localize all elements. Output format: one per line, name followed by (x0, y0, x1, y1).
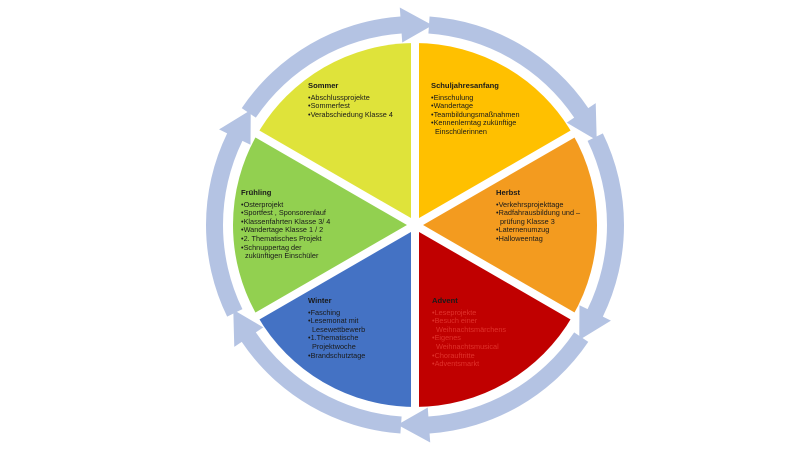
list-item: Radfahrausbildung und – prüfung Klasse 3 (496, 208, 596, 226)
segment-list: OsterprojektSportfest , SponsorenlaufKla… (241, 200, 361, 261)
segment-text-sommer: Sommer AbschlussprojekteSommerfestVerabs… (308, 81, 418, 120)
list-item: Verabschiedung Klasse 4 (308, 110, 418, 120)
list-item: Sportfest , Sponsorenlauf (241, 209, 361, 218)
segment-separators (253, 41, 577, 409)
segment-title: Frühling (241, 188, 272, 197)
list-item: Abschlussprojekte (308, 93, 418, 103)
segment-title: Winter (308, 296, 332, 305)
cycle-arrow (428, 16, 597, 141)
list-item: Eigenes Weihnachtsmusical (432, 334, 532, 351)
list-item: Brandschutztage (308, 351, 403, 361)
list-item: Osterprojekt (241, 200, 361, 210)
list-item: Wandertage Klasse 1 / 2 (241, 226, 361, 235)
segment-list: FaschingLesemonat mit Lesewettbewerb1.Th… (308, 308, 403, 361)
list-item: Sommerfest (308, 102, 418, 111)
list-item: Adventsmarkt (432, 360, 532, 369)
segment-separator (253, 129, 417, 229)
segment-separator (413, 129, 577, 229)
segment-text-herbst: Herbst VerkehrsprojekttageRadfahrausbild… (496, 188, 596, 244)
list-item: Verkehrsprojekttage (496, 200, 596, 210)
segment-separator (413, 221, 577, 321)
cycle-arrow (579, 133, 624, 341)
segment-text-advent: Advent LeseprojekteBesuch einer Weihnach… (432, 296, 532, 369)
list-item: Wandertage (431, 102, 551, 111)
segment-text-schuljahresanfang: Schuljahresanfang EinschulungWandertageT… (431, 81, 551, 137)
cycle-arrow (205, 109, 251, 317)
segment-text-fruehling: Frühling OsterprojektSportfest , Sponsor… (241, 188, 361, 261)
list-item: Halloweentag (496, 234, 596, 244)
list-item: Kennenlerntag zukünftige Einschülerinnen (431, 119, 551, 136)
list-item: Besuch einer Weihnachtsmärchens (432, 316, 532, 334)
list-item: Laternenumzug (496, 226, 596, 235)
segment-title: Herbst (496, 188, 521, 197)
list-item: Einschulung (431, 93, 551, 103)
list-item: 2. Thematisches Projekt (241, 234, 361, 244)
cycle-arrow (233, 309, 402, 434)
segment-separator (253, 221, 417, 321)
cycle-arrow-ring (205, 7, 624, 443)
segment-title: Schuljahresanfang (431, 81, 499, 90)
segment-text-winter: Winter FaschingLesemonat mit Lesewettbew… (308, 296, 403, 361)
list-item: Schnuppertag der zukünftigen Einschüler (241, 243, 361, 261)
list-item: Chorauftritte (432, 351, 532, 361)
list-item: Leseprojekte (432, 308, 532, 318)
list-item: 1.Thematische Projektwoche (308, 334, 403, 351)
cycle-arrow (241, 7, 433, 118)
list-item: Klassenfahrten Klasse 3/ 4 (241, 217, 361, 227)
segment-list: LeseprojekteBesuch einer Weihnachtsmärch… (432, 308, 532, 369)
list-item: Lesemonat mit Lesewettbewerb (308, 316, 403, 334)
cycle-arrow (397, 332, 589, 443)
segment-title: Advent (432, 296, 458, 305)
segment-title: Sommer (308, 81, 339, 90)
list-item: Teambildungsmaßnahmen (431, 110, 551, 120)
segment-list: VerkehrsprojekttageRadfahrausbildung und… (496, 200, 596, 244)
segment-list: EinschulungWandertageTeambildungsmaßnahm… (431, 93, 551, 137)
list-item: Fasching (308, 308, 403, 318)
segment-sommer (257, 43, 415, 225)
segment-list: AbschlussprojekteSommerfestVerabschiedun… (308, 93, 418, 120)
